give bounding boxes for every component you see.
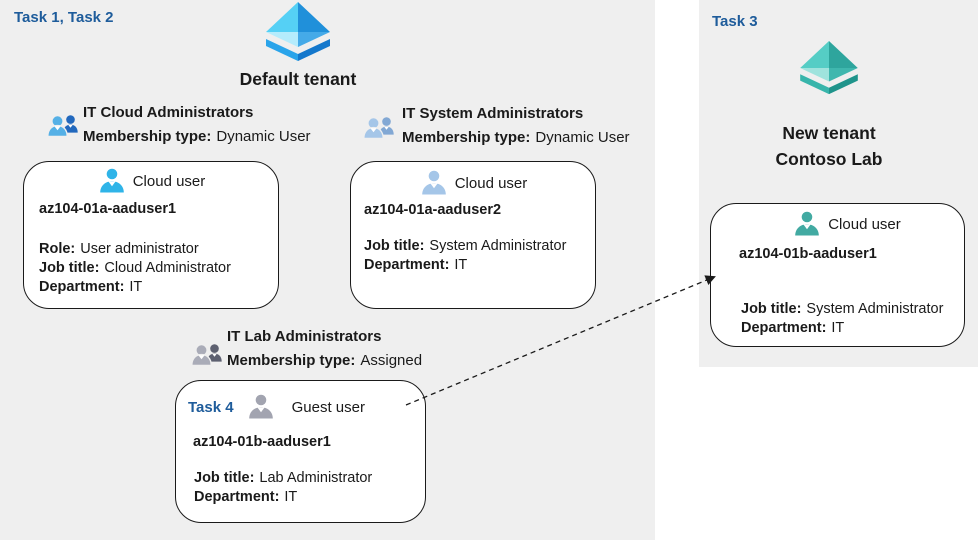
membership-type-value: Assigned [360, 352, 423, 369]
user-fields: Job title:System Administrator Departmen… [741, 300, 943, 338]
membership-line-lab: Membership type:Assigned [227, 352, 422, 369]
field-job-title: Job title:System Administrator [741, 301, 944, 317]
group-name-lab-admins: IT Lab Administrators [227, 328, 382, 345]
user-type-label: Cloud user [132, 172, 206, 190]
user-type-label: Cloud user [828, 215, 901, 233]
card-header: Cloud user [24, 166, 278, 196]
card-header: Cloud user [729, 209, 964, 239]
membership-type-value: Dynamic User [535, 129, 630, 146]
field-department: Department:IT [741, 320, 845, 336]
username: az104-01a-aaduser1 [39, 201, 177, 217]
user-type-label: Cloud user [454, 174, 528, 192]
field-department: Department:IT [39, 279, 143, 295]
task-4-label: Task 4 [188, 398, 234, 416]
user-fields: Job title:System Administrator Departmen… [364, 237, 566, 275]
field-department: Department:IT [194, 489, 298, 505]
username: az104-01b-aaduser1 [193, 434, 331, 450]
task-3-label: Task 3 [712, 13, 758, 30]
field-job-title: Job title:Cloud Administrator [39, 260, 231, 276]
default-tenant-title: Default tenant [239, 69, 357, 89]
field-job-title: Job title:Lab Administrator [194, 470, 373, 486]
group-icon-lab-admins [191, 343, 222, 367]
username: az104-01b-aaduser1 [739, 246, 877, 262]
membership-line-system: Membership type:Dynamic User [402, 129, 630, 146]
new-tenant-title-line2: Contoso Lab [775, 149, 883, 169]
group-name-cloud-admins: IT Cloud Administrators [83, 104, 254, 121]
card-header: Cloud user [351, 168, 595, 198]
membership-type-label: Membership type: [83, 128, 212, 145]
user-card-aaduser2: Cloud user az104-01a-aaduser2 Job title:… [350, 161, 596, 309]
guest-user-card: Task 4 Guest user az104-01b-aaduser1 Job… [175, 380, 426, 523]
field-job-title: Job title:System Administrator [364, 238, 567, 254]
user-fields: Role:User administrator Job title:Cloud … [39, 240, 231, 297]
cloud-user-icon [795, 211, 820, 236]
membership-type-value: Dynamic User [216, 128, 311, 145]
membership-type-label: Membership type: [402, 129, 531, 146]
user-card-aaduser1: Cloud user az104-01a-aaduser1 Role:User … [23, 161, 279, 309]
new-tenant-title-line1: New tenant [782, 123, 876, 143]
new-tenant-icon [800, 41, 858, 95]
username: az104-01a-aaduser2 [364, 202, 502, 218]
group-name-system-admins: IT System Administrators [402, 105, 584, 122]
new-tenant-user-card: Cloud user az104-01b-aaduser1 Job title:… [710, 203, 965, 347]
task-1-2-label: Task 1, Task 2 [14, 9, 114, 26]
user-type-label: Guest user [291, 398, 365, 416]
guest-user-icon [248, 394, 273, 419]
group-icon-system-admins [363, 116, 394, 140]
cloud-user-icon [99, 168, 124, 193]
card-header: Task 4 Guest user [188, 392, 365, 422]
user-fields: Job title:Lab Administrator Department:I… [194, 469, 372, 507]
membership-type-label: Membership type: [227, 352, 356, 369]
cloud-user-icon [421, 170, 446, 195]
group-icon-cloud-admins [47, 114, 78, 138]
azure-ad-tenant-icon [266, 2, 330, 61]
field-department: Department:IT [364, 257, 468, 273]
membership-line-cloud: Membership type:Dynamic User [83, 128, 311, 145]
field-role: Role:User administrator [39, 241, 199, 257]
